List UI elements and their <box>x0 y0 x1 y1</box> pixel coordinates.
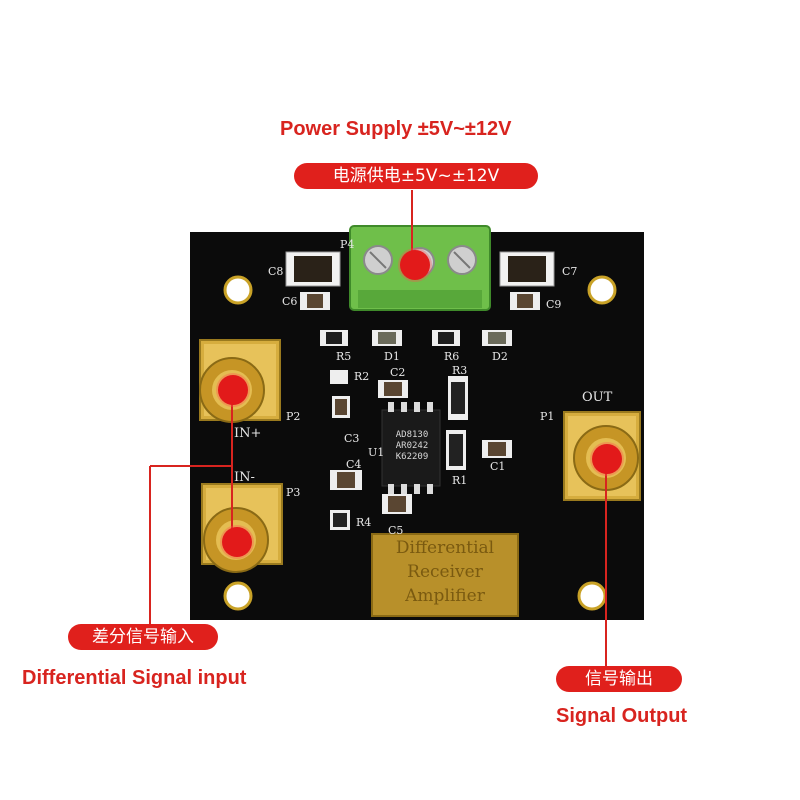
silk-out: OUT <box>582 390 613 405</box>
silk-c1: C1 <box>490 460 506 473</box>
in-plus-marker <box>218 375 248 405</box>
silk-r5: R5 <box>336 350 352 363</box>
silk-in-minus: IN- <box>234 470 255 485</box>
silk-c6: C6 <box>282 295 298 308</box>
signal-output-cn-label: 信号输出 <box>556 666 682 692</box>
silk-c5: C5 <box>388 524 404 537</box>
power-supply-cn-label: 电源供电±5V~±12V <box>294 163 538 189</box>
silk-r3: R3 <box>452 364 468 377</box>
mounting-hole <box>587 275 617 305</box>
silk-r2: R2 <box>354 370 370 383</box>
output-marker <box>592 444 622 474</box>
silk-c7: C7 <box>562 265 578 278</box>
mounting-holes <box>223 275 617 611</box>
silk-d2: D2 <box>492 350 508 363</box>
silk-c4: C4 <box>346 458 362 471</box>
silk-c2: C2 <box>390 366 406 379</box>
chip-line-2: AR0242 <box>395 441 429 451</box>
capacitor-c8 <box>285 251 341 287</box>
silk-r6: R6 <box>444 350 460 363</box>
silk-p4: P4 <box>340 238 355 251</box>
diff-input-label: Differential Signal input <box>22 667 247 689</box>
silk-p1: P1 <box>540 410 555 423</box>
mounting-hole <box>223 275 253 305</box>
silk-c3: C3 <box>344 432 360 445</box>
in-minus-marker <box>222 527 252 557</box>
ic-u1 <box>381 402 441 494</box>
signal-output-label: Signal Output <box>556 705 688 727</box>
silk-c8: C8 <box>268 265 284 278</box>
silk-u1: U1 <box>368 446 385 459</box>
silk-r1: R1 <box>452 474 468 487</box>
silk-r4: R4 <box>356 516 372 529</box>
power-supply-label: Power Supply ±5V~±12V <box>280 118 512 140</box>
diff-input-cn-label: 差分信号输入 <box>68 624 218 650</box>
plate-text: Differential Receiver Amplifier <box>372 536 518 608</box>
mounting-hole <box>223 581 253 611</box>
power-input-marker <box>400 250 430 280</box>
plate-line-1: Differential <box>395 538 495 558</box>
mounting-hole <box>577 581 607 611</box>
plate-line-3: Amplifier <box>405 586 485 606</box>
capacitor-c7 <box>499 251 555 287</box>
silk-p2: P2 <box>286 410 301 423</box>
silk-p3: P3 <box>286 486 301 499</box>
chip-line-1: AD8130 <box>395 430 429 440</box>
chip-marking: AD8130 AR0242 K62209 <box>386 430 438 463</box>
chip-line-3: K62209 <box>395 452 429 462</box>
plate-line-2: Receiver <box>407 562 483 582</box>
silk-c9: C9 <box>546 298 562 311</box>
smd-small-parts <box>300 292 540 530</box>
gold-plate <box>371 533 519 617</box>
silk-in-plus: IN+ <box>234 426 262 441</box>
silk-d1: D1 <box>384 350 400 363</box>
